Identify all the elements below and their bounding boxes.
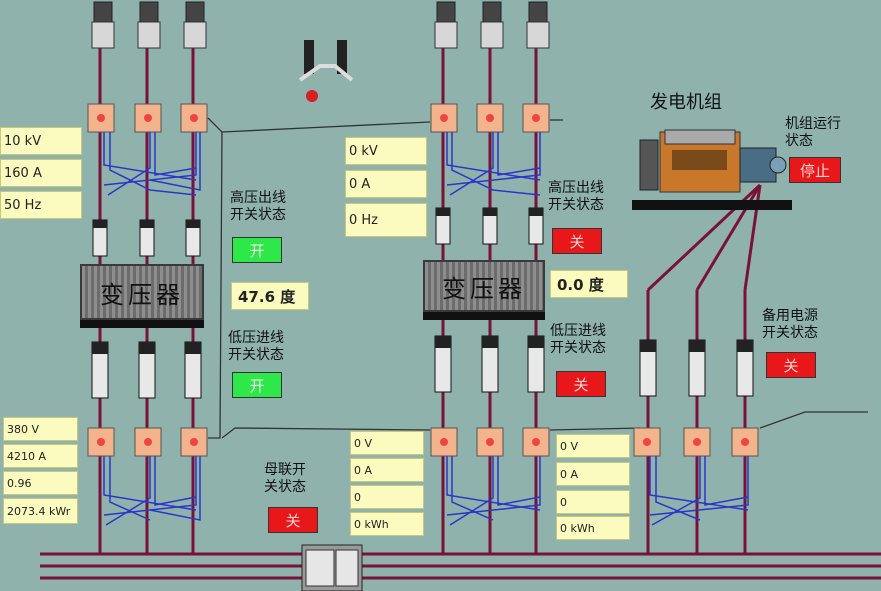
bus-tie-status[interactable]: 关 (268, 507, 318, 533)
bus-bars (40, 552, 881, 580)
lv-switch-label-left: 低压进线 开关状态 (228, 330, 284, 363)
lv-voltage-readout-mid: 0 V (350, 431, 424, 455)
hv-voltage-readout-mid: 0 kV (345, 137, 427, 165)
standby-switch-label: 备用电源 开关状态 (762, 308, 818, 341)
hv-current-readout-mid: 0 A (345, 170, 427, 198)
hv-frequency-readout-left: 50 Hz (0, 191, 82, 219)
generator-icon (632, 129, 792, 210)
lv-switch-status-left[interactable]: 开 (232, 372, 282, 398)
lv-energy-readout-mid: 0 kWh (350, 512, 424, 536)
lv-current-readout-right: 0 A (556, 462, 630, 486)
generator-title: 发电机组 (650, 92, 722, 113)
temperature-readout-mid: 0.0 度 (550, 270, 628, 298)
top-cabinets (91, 1, 550, 49)
lv-voltage-readout-left: 380 V (3, 417, 78, 441)
hv-switch-status-mid[interactable]: 关 (552, 228, 602, 254)
lv-current-readout-mid: 0 A (350, 458, 424, 482)
lv-voltage-readout-right: 0 V (556, 434, 630, 458)
transformer-label-mid: 变压器 (442, 274, 526, 303)
lv-current-readout-left: 4210 A (3, 444, 78, 468)
standby-switch-status[interactable]: 关 (766, 352, 816, 378)
secondary-wiring (103, 132, 749, 526)
lv-energy-readout-left: 2073.4 kWr (3, 498, 78, 524)
temperature-readout-left: 47.6 度 (231, 282, 309, 310)
lv-powerfactor-readout-left: 0.96 (3, 471, 78, 495)
transformer-mid: 变压器 (423, 260, 545, 312)
lv-switch-label-mid: 低压进线 开关状态 (550, 323, 606, 356)
lv-switches (91, 335, 754, 399)
hv-switches (92, 207, 544, 257)
hv-switch-status-left[interactable]: 开 (232, 237, 282, 263)
lv-powerfactor-readout-mid: 0 (350, 485, 424, 509)
hv-switch-label-left: 高压出线 开关状态 (230, 190, 286, 223)
lv-switch-status-mid[interactable]: 关 (556, 371, 606, 397)
transformer-label-left: 变压器 (100, 280, 184, 309)
hv-switch-label-mid: 高压出线 开关状态 (548, 180, 604, 213)
ct-boxes (87, 103, 759, 457)
bus-tie-cabinet (301, 544, 363, 591)
transformer-base-mid (423, 312, 545, 320)
connector-lines (207, 117, 868, 439)
hv-current-readout-left: 160 A (0, 159, 82, 187)
generator-run-status[interactable]: 停止 (789, 157, 841, 183)
bus-tie-label: 母联开 关状态 (264, 462, 306, 495)
lv-powerfactor-readout-right: 0 (556, 490, 630, 514)
hv-voltage-readout-left: 10 kV (0, 127, 82, 155)
isolator-symbol (298, 40, 354, 102)
generator-run-label: 机组运行 状态 (785, 116, 841, 149)
lv-energy-readout-right: 0 kWh (556, 516, 630, 540)
hv-frequency-readout-mid: 0 Hz (345, 203, 427, 237)
transformer-left: 变压器 (80, 264, 204, 320)
transformer-base-left (80, 320, 204, 328)
right-feeders (646, 290, 747, 555)
